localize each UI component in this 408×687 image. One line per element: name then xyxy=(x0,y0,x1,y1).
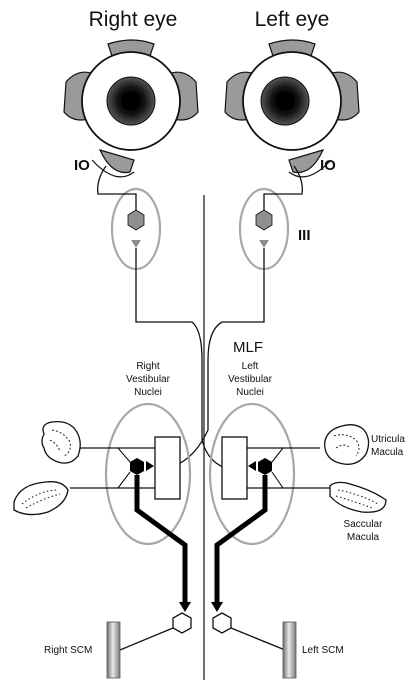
spinal-terminal-left xyxy=(211,602,223,612)
motor-axon-right xyxy=(120,628,173,650)
left-eyeball xyxy=(225,40,359,177)
synapse-line-left-a xyxy=(272,448,283,462)
utricula-label-line1: Utricula xyxy=(371,434,405,445)
motor-axon-left xyxy=(231,628,285,650)
left-scm-muscle xyxy=(283,622,296,678)
right-vestibular-label-line2: Vestibular xyxy=(126,374,171,385)
left-utricular-macula xyxy=(325,425,369,465)
spinal-motor-neuron-right xyxy=(173,613,191,633)
right-saccular-macula xyxy=(14,482,68,515)
synapse-line-right-a xyxy=(118,448,130,462)
spinal-terminal-right xyxy=(179,602,191,612)
right-vestibular-label-line1: Right xyxy=(136,361,160,372)
right-vestibular-label-line3: Nuclei xyxy=(134,387,162,398)
left-vestibular-label-line3: Nuclei xyxy=(236,387,264,398)
right-scm-label: Right SCM xyxy=(44,645,92,656)
oculomotor-neuron-left xyxy=(256,210,272,230)
io-label-left: IO xyxy=(320,157,336,174)
left-saccular-macula xyxy=(330,482,386,512)
oculomotor-neuron-right xyxy=(128,210,144,230)
left-scm-label: Left SCM xyxy=(302,645,344,656)
right-eye-title: Right eye xyxy=(89,8,178,31)
synapse-line-left-b xyxy=(272,472,283,488)
oculomotor-terminal-right xyxy=(131,240,141,248)
oculomotor-terminal-left xyxy=(259,240,269,248)
left-vestibular-label: Left Vestibular Nuclei xyxy=(228,361,273,398)
cranial-nerve-iii-label: III xyxy=(298,227,311,244)
left-eye-title: Left eye xyxy=(255,8,330,31)
right-vestibular-label: Right Vestibular Nuclei xyxy=(126,361,171,398)
left-vestibular-terminal xyxy=(248,461,256,471)
right-vestibular-neuron xyxy=(130,458,144,475)
mlf-label: MLF xyxy=(233,339,263,356)
right-vestibular-terminal xyxy=(146,461,154,471)
left-vestibular-box xyxy=(222,437,247,499)
io-label-right: IO xyxy=(74,157,90,174)
right-vestibular-box xyxy=(155,437,180,499)
synapse-line-right-b xyxy=(118,472,130,488)
saccular-label-line2: Macula xyxy=(347,532,380,543)
utricula-label: Utricula Macula xyxy=(371,434,405,458)
left-vestibular-label-line2: Vestibular xyxy=(228,374,273,385)
mlf-fiber-to-left-iii xyxy=(160,248,264,468)
saccular-label: Saccular Macula xyxy=(344,519,384,543)
utricula-label-line2: Macula xyxy=(371,447,404,458)
left-vestibular-neuron xyxy=(258,458,272,475)
left-vestibular-label-line1: Left xyxy=(242,361,259,372)
right-scm-muscle xyxy=(107,622,120,678)
saccular-label-line1: Saccular xyxy=(344,519,384,530)
right-utricular-macula xyxy=(42,422,80,464)
spinal-motor-neuron-left xyxy=(213,613,231,633)
